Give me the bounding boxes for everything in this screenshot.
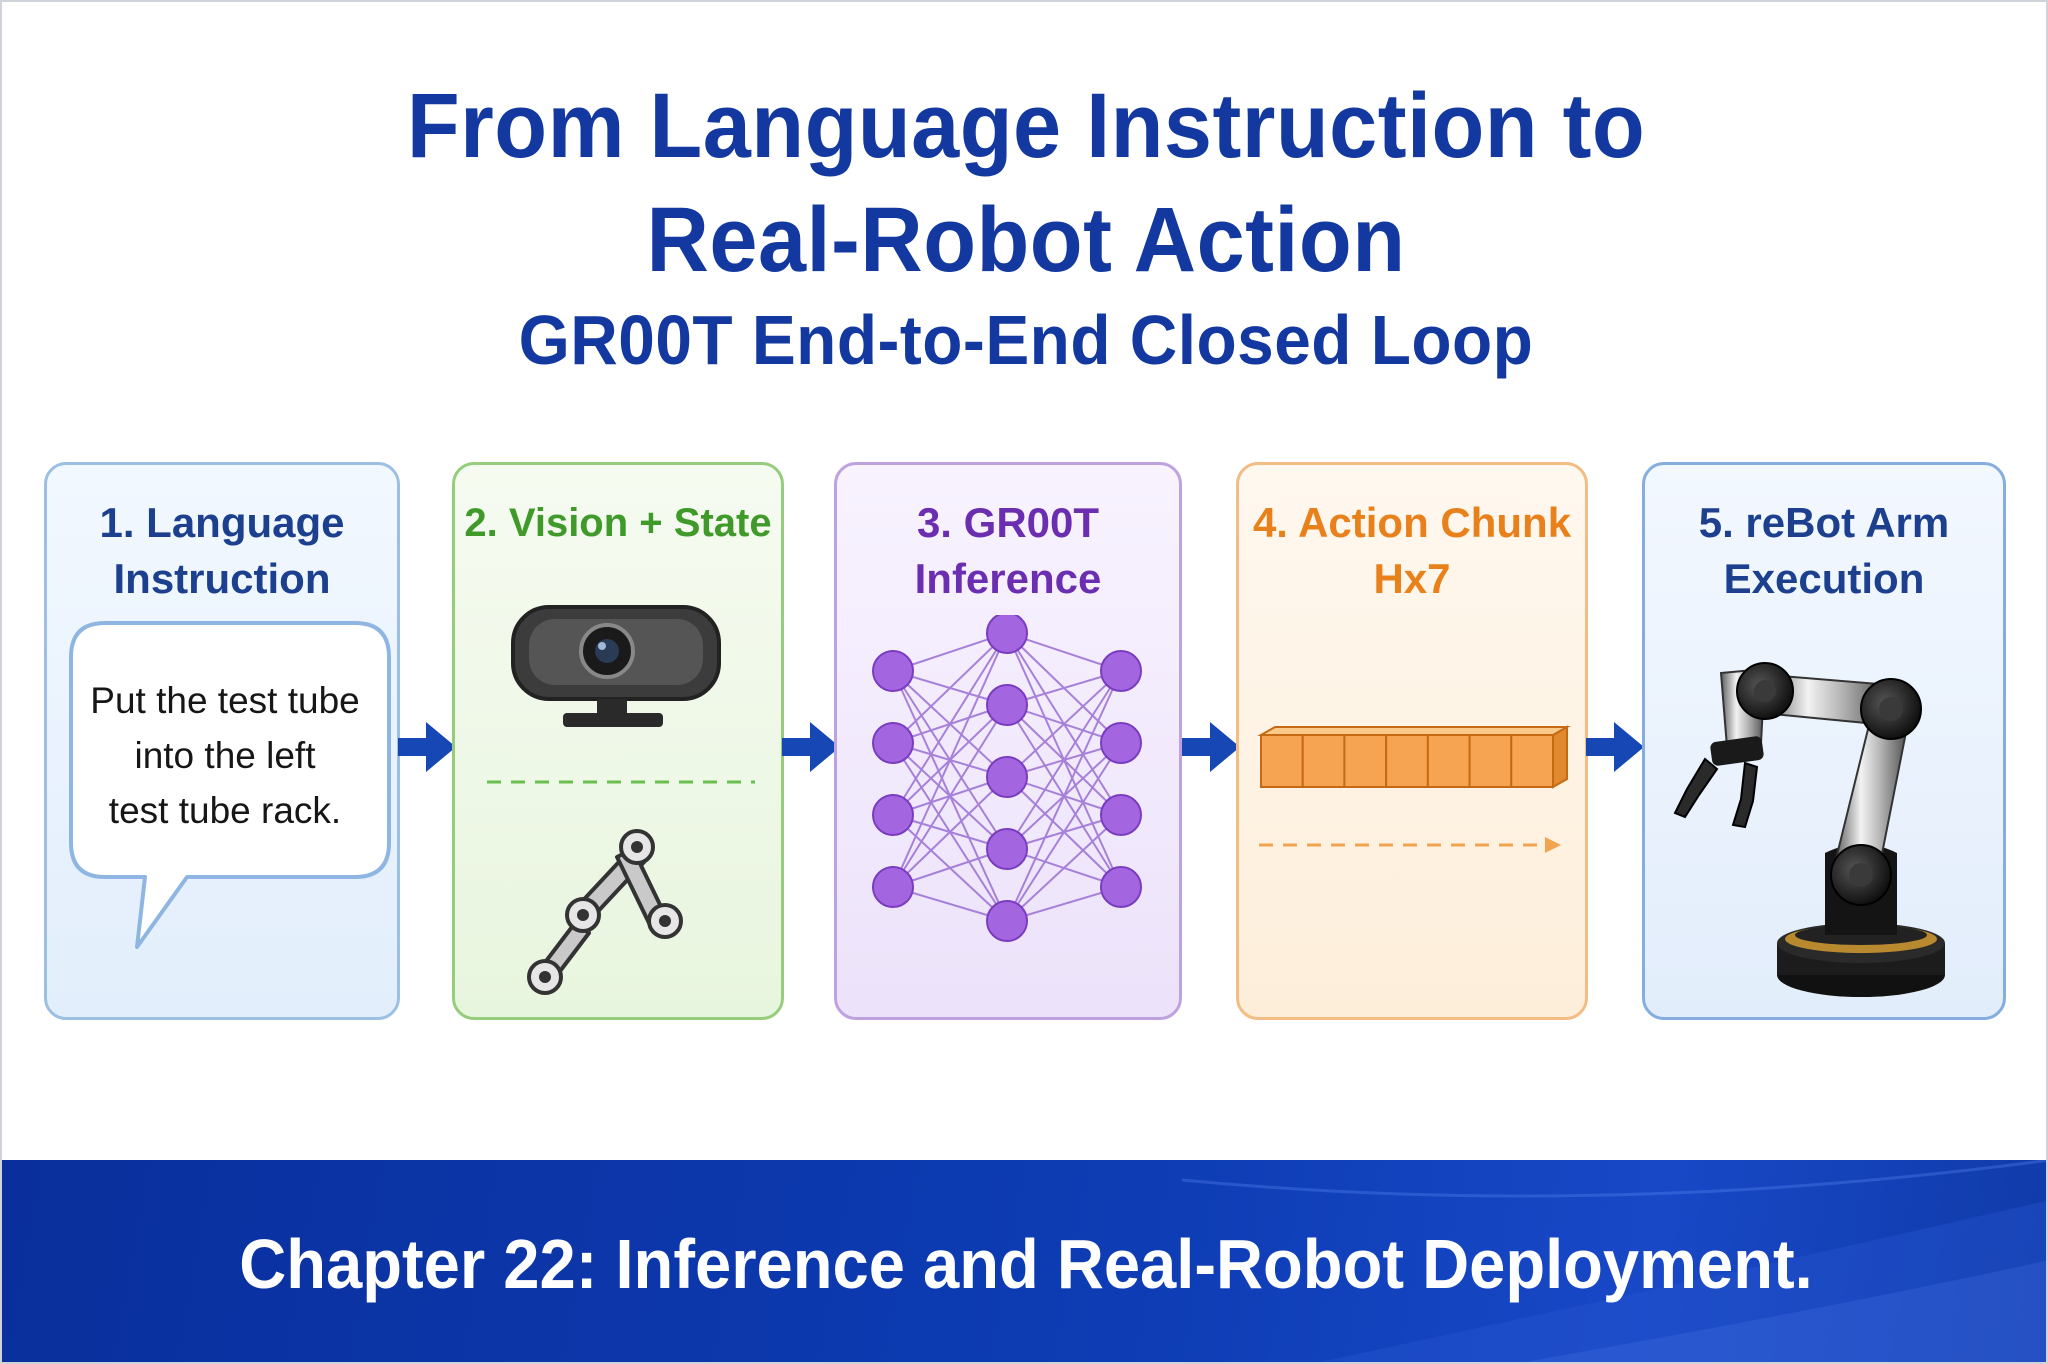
instruction-line: test tube rack. [108, 790, 342, 831]
robot-arm-icon [1673, 662, 1945, 997]
chapter-caption: Chapter 22: Inference and Real-Robot Dep… [239, 1225, 1813, 1303]
footer-band: Chapter 22: Inference and Real-Robot Dep… [2, 1160, 2046, 1362]
step-3-title-line1: 3. GR00T [916, 499, 1100, 546]
step-3-title: 3. GR00T Inference [837, 495, 1179, 607]
instruction-line: Put the test tube [90, 680, 360, 721]
nn-node [872, 866, 914, 908]
action-chunk-cell [1426, 734, 1471, 788]
nn-node [872, 650, 914, 692]
step-1-title-line2: Instruction [113, 555, 331, 602]
page-subtitle: GR00T End-to-End Closed Loop [518, 301, 1534, 379]
step-5-title-line1: 5. reBot Arm [1698, 499, 1950, 546]
nn-node [872, 794, 914, 836]
action-chunk-cell [1343, 734, 1388, 788]
nn-edge [892, 632, 1008, 744]
step-4-title: 4. Action Chunk Hx7 [1239, 495, 1585, 607]
step-2-vision-state: 2. Vision + State [452, 462, 784, 1020]
step-2-title: 2. Vision + State [455, 495, 781, 551]
nn-edge [892, 776, 1008, 888]
step-1-title-line1: 1. Language [99, 499, 345, 546]
step-4-title-line2: Hx7 [1373, 555, 1451, 602]
nn-node [1100, 650, 1142, 692]
dashed-arrow-icon [1259, 837, 1561, 853]
nn-edge [892, 632, 1008, 816]
step-3-groot-inference: 3. GR00T Inference [834, 462, 1182, 1020]
step-5-rebot-arm-execution: 5. reBot Arm Execution [1642, 462, 2006, 1020]
nn-node [1100, 722, 1142, 764]
action-chunk-cell [1260, 734, 1304, 788]
nn-edge [892, 704, 1008, 888]
neural-network-icon [872, 615, 1142, 942]
action-chunk-cell [1301, 734, 1346, 788]
step-1-title: 1. Language Instruction [47, 495, 397, 607]
flow-arrow-icon [782, 722, 840, 772]
step-1-language-instruction: 1. Language Instruction Put the test tub… [44, 462, 400, 1020]
action-chunk-cell [1385, 734, 1429, 788]
nn-edge [1006, 742, 1122, 922]
webcam-icon [511, 605, 721, 727]
flow-arrow-icon [1182, 722, 1240, 772]
flow-arrow-icon [398, 722, 456, 772]
nn-node [986, 615, 1028, 654]
step-4-action-chunk: 4. Action Chunk Hx7 [1236, 462, 1588, 1020]
nn-node [986, 828, 1028, 870]
nn-node [986, 756, 1028, 798]
divider [487, 780, 755, 784]
instruction-text: Put the test tube into the left test tub… [77, 673, 373, 838]
flow-arrow-icon [1586, 722, 1644, 772]
speech-bubble-icon [69, 621, 391, 949]
nn-edge [1006, 670, 1122, 850]
page-title-line1: From Language Instruction to [406, 75, 1646, 177]
nn-edge [1006, 670, 1122, 922]
step-5-title-line2: Execution [1723, 555, 1925, 602]
instruction-line: into the left [134, 735, 316, 776]
nn-node [1100, 794, 1142, 836]
footer-swoosh [1181, 1160, 2046, 1362]
nn-edge [1006, 814, 1122, 922]
nn-node [872, 722, 914, 764]
robot-arm-joints-icon [527, 829, 683, 995]
step-5-title: 5. reBot Arm Execution [1645, 495, 2003, 607]
action-chunk-cell [1468, 734, 1513, 788]
action-chunk-blocks-icon [1257, 725, 1571, 789]
nn-edge [1006, 670, 1122, 778]
nn-node [986, 684, 1028, 726]
step-2-title-line1: 2. Vision + State [464, 501, 772, 545]
nn-edge [892, 632, 1008, 888]
nn-node [986, 900, 1028, 942]
action-chunk-cell [1510, 734, 1554, 788]
step-3-title-line2: Inference [914, 555, 1102, 602]
page-title-line2: Real-Robot Action [646, 189, 1406, 291]
nn-node [1100, 866, 1142, 908]
step-4-title-line1: 4. Action Chunk [1252, 499, 1572, 546]
